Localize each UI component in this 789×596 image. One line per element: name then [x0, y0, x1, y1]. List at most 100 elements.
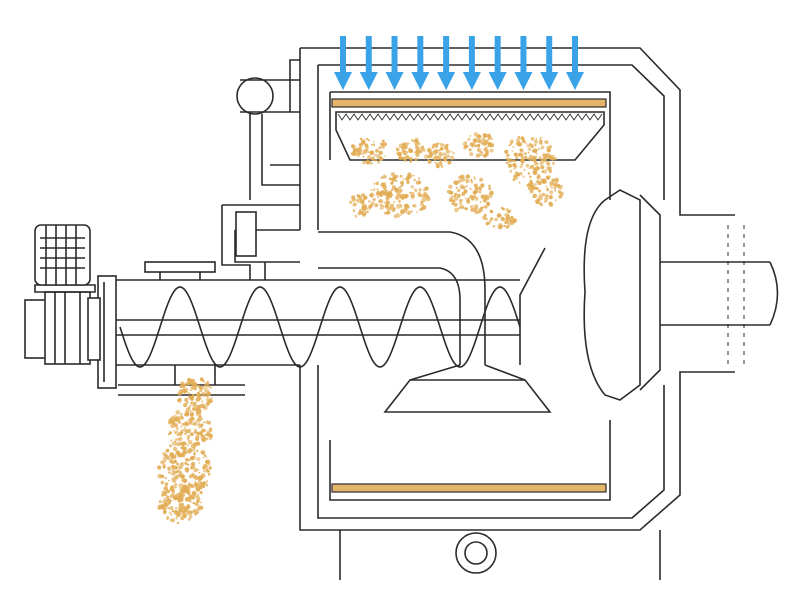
- solid-particle: [367, 162, 370, 165]
- motor-fins: [40, 237, 85, 269]
- falling-solid-particle: [182, 450, 187, 455]
- falling-solid-particle: [180, 474, 186, 479]
- falling-solid-particle: [207, 473, 211, 476]
- solid-particle: [523, 152, 527, 156]
- solid-particle: [418, 149, 423, 154]
- solid-particle: [414, 142, 418, 146]
- solid-particle: [405, 150, 409, 155]
- falling-solid-particle: [196, 406, 201, 411]
- solid-particle: [518, 181, 521, 184]
- falling-solid-particle: [182, 446, 188, 451]
- solid-particle: [527, 187, 531, 190]
- solid-particle: [489, 190, 494, 196]
- falling-solid-particle: [202, 421, 206, 424]
- solid-particle: [537, 181, 542, 185]
- falling-solid-particle: [190, 402, 192, 405]
- filter-element-teeth: [335, 111, 605, 161]
- solid-particle: [548, 145, 553, 149]
- solid-particle: [535, 186, 539, 191]
- solid-particle: [477, 144, 480, 147]
- falling-solid-particle: [195, 442, 199, 446]
- solid-particle: [509, 218, 513, 222]
- solid-particle: [533, 161, 539, 166]
- solid-particle: [394, 179, 398, 183]
- falling-solid-particle: [183, 428, 188, 433]
- falling-solid-particle: [174, 486, 177, 489]
- solid-particle: [391, 185, 396, 190]
- falling-solid-particle: [171, 468, 175, 473]
- solid-particle: [473, 183, 478, 188]
- falling-solid-particle: [206, 432, 211, 437]
- solid-particle: [453, 194, 456, 198]
- solid-particle: [398, 156, 403, 160]
- solid-particle: [517, 136, 521, 139]
- solid-particle: [470, 205, 474, 209]
- falling-solid-particle: [189, 410, 192, 413]
- falling-solid-particle: [184, 397, 188, 401]
- falling-solid-particle: [181, 422, 185, 426]
- solid-particle: [449, 155, 455, 161]
- solid-particle: [349, 200, 353, 204]
- falling-solid-particle: [190, 473, 194, 477]
- solid-particle: [489, 210, 493, 214]
- falling-solid-particle: [164, 477, 167, 480]
- solid-particle: [439, 146, 444, 151]
- solid-particle: [423, 186, 428, 191]
- solid-particle: [368, 200, 371, 203]
- falling-solid-particle: [196, 450, 199, 453]
- falling-solid-particle: [203, 429, 207, 432]
- falling-solid-particle: [188, 441, 192, 445]
- solid-particle: [541, 145, 545, 149]
- down-arrow-icon: [540, 36, 559, 90]
- solid-particle: [437, 155, 442, 160]
- solid-particle: [551, 178, 555, 182]
- falling-solid-particle: [173, 422, 178, 427]
- solid-particle: [467, 197, 470, 200]
- falling-solid-particle: [169, 506, 174, 511]
- falling-solid-particle: [174, 431, 177, 435]
- falling-solid-particle: [158, 504, 162, 509]
- falling-solid-particle: [191, 442, 193, 445]
- solid-particle: [450, 150, 453, 153]
- solid-particle: [468, 148, 472, 152]
- solid-particle: [520, 163, 524, 166]
- falling-solid-particle: [184, 467, 190, 472]
- solid-particle: [376, 188, 380, 191]
- solid-particle: [513, 152, 518, 157]
- solid-particle: [454, 180, 459, 185]
- gearbox-flange: [87, 297, 101, 361]
- solid-particle: [406, 180, 410, 185]
- falling-solid-particle: [198, 414, 202, 418]
- upper-pipework: [240, 59, 300, 200]
- solid-particle: [360, 194, 363, 197]
- filter-teeth-pattern: [337, 113, 603, 121]
- solid-particle: [366, 159, 369, 162]
- solid-particle: [411, 139, 414, 142]
- falling-solid-particle: [172, 490, 175, 493]
- screw-conveyor-icon: [119, 286, 521, 368]
- solid-particle: [513, 167, 517, 170]
- solid-particle: [548, 195, 553, 200]
- falling-solid-particle: [203, 469, 207, 473]
- solid-particle: [504, 149, 509, 154]
- solid-particle: [362, 155, 365, 158]
- solid-particle: [506, 153, 510, 158]
- falling-solid-particle: [197, 493, 200, 496]
- falling-solid-particle: [195, 436, 200, 441]
- falling-solid-particle: [173, 459, 177, 464]
- solid-particle: [400, 145, 406, 150]
- falling-solid-particle: [182, 389, 185, 392]
- solid-particle: [482, 133, 488, 138]
- solid-particle: [416, 211, 418, 213]
- solid-particle: [465, 185, 468, 188]
- solid-particle: [439, 159, 443, 163]
- solid-particle: [489, 148, 494, 153]
- solid-particle: [531, 136, 534, 140]
- down-arrow-icon: [488, 36, 507, 90]
- solid-particle: [533, 184, 535, 187]
- conveyor-outlet: [174, 365, 216, 385]
- solid-particle: [413, 151, 416, 154]
- falling-solid-particle: [165, 489, 170, 494]
- falling-solid-particle: [190, 461, 196, 467]
- rotor-flange: [639, 194, 661, 391]
